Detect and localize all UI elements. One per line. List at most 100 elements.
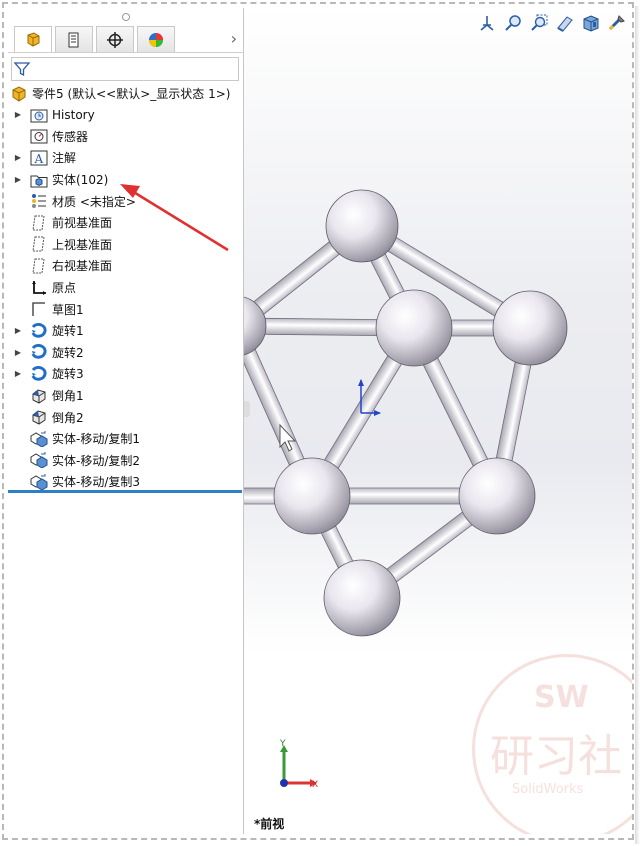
- tree-item[interactable]: 原点: [8, 277, 243, 299]
- solid-bodies-icon: [30, 172, 48, 188]
- tree-item-label: 倒角1: [52, 389, 84, 404]
- svg-text:A: A: [34, 152, 44, 166]
- tree-item[interactable]: ▶ History: [8, 104, 243, 126]
- revolve-icon: [30, 322, 48, 339]
- grip-icon: [121, 13, 130, 21]
- sketch-icon: [30, 301, 48, 317]
- tree-item[interactable]: ▶ 旋转1: [8, 320, 243, 342]
- annotation-icon: A: [30, 150, 48, 166]
- tree-item-label: 实体(102): [52, 173, 109, 188]
- part-icon: [12, 85, 26, 102]
- sphere-node: [273, 457, 351, 535]
- revolve-icon: [30, 344, 48, 360]
- tree-root-label: 零件5 (默认<<默认>_显示状态 1>): [32, 87, 231, 101]
- tree-item-label: 旋转1: [52, 324, 84, 339]
- expand-caret-icon[interactable]: ▶: [14, 153, 22, 163]
- expand-caret-icon[interactable]: ▶: [14, 110, 22, 120]
- tab-configuration-manager[interactable]: [96, 26, 134, 52]
- tab-scroll-right-icon[interactable]: ›: [230, 29, 237, 48]
- chamfer-icon: [30, 388, 48, 404]
- rods-group: [244, 221, 538, 603]
- frame-shadow: [635, 6, 640, 844]
- display-manager-icon: [149, 32, 163, 47]
- heads-up-toolbar: [476, 12, 628, 34]
- section-view-icon: [557, 16, 573, 32]
- zoom-area-button[interactable]: [502, 12, 524, 34]
- feature-manager-icon: [27, 31, 40, 47]
- sphere-node: [323, 559, 401, 637]
- revolve-icon: [30, 365, 48, 382]
- tree-item[interactable]: ▶ 旋转2: [8, 342, 243, 364]
- expand-caret-icon[interactable]: ▶: [14, 347, 22, 357]
- move-copy-icon: [30, 452, 48, 469]
- tree-item[interactable]: ▶ 旋转3: [8, 363, 243, 385]
- zoom-to-fit-icon: [480, 16, 494, 31]
- tree-item[interactable]: 上视基准面: [8, 234, 243, 256]
- sensor-icon: [30, 128, 48, 144]
- property-manager-icon: [68, 32, 79, 47]
- tab-feature-manager[interactable]: [14, 26, 52, 52]
- origin-marker: [358, 379, 381, 416]
- tree-item-label: 旋转2: [52, 345, 84, 360]
- tree-item-label: 传感器: [52, 129, 89, 144]
- expand-caret-icon[interactable]: ▶: [14, 369, 22, 379]
- section-view-button[interactable]: [554, 12, 576, 34]
- tree-item-label: History: [52, 107, 95, 122]
- tree-item[interactable]: 材质 <未指定>: [8, 190, 243, 212]
- display-style-button[interactable]: [606, 12, 628, 34]
- tree-item[interactable]: 前视基准面: [8, 212, 243, 234]
- tree-item[interactable]: ▶ 实体(102): [8, 169, 243, 191]
- tree-item[interactable]: ▶ A 注解: [8, 147, 243, 169]
- panel-grip[interactable]: [8, 8, 243, 26]
- feature-tree: 零件5 (默认<<默认>_显示状态 1>) ▶ History 传感器 ▶ A 注解 ▶ 实体…: [8, 83, 243, 493]
- tree-item[interactable]: 传感器: [8, 126, 243, 148]
- zoom-to-fit-button[interactable]: [476, 12, 498, 34]
- tree-item-label: 原点: [52, 281, 77, 296]
- history-folder-icon: [30, 107, 48, 123]
- tree-root-part[interactable]: 零件5 (默认<<默认>_显示状态 1>): [8, 83, 243, 104]
- chamfer-icon: [30, 409, 48, 425]
- rollback-bar[interactable]: [8, 490, 242, 493]
- view-orientation-button[interactable]: [580, 12, 602, 34]
- tree-item[interactable]: 实体-移动/复制1: [8, 428, 243, 450]
- axis-x-label: X: [312, 780, 318, 790]
- tree-item[interactable]: 实体-移动/复制3: [8, 471, 243, 493]
- tree-item[interactable]: 右视基准面: [8, 255, 243, 277]
- view-name-label: *前视: [254, 817, 285, 831]
- tree-item-label: 注解: [52, 151, 77, 166]
- tree-item-label: 材质 <未指定>: [52, 194, 136, 209]
- tree-item[interactable]: 草图1: [8, 298, 243, 320]
- tree-item[interactable]: 倒角1: [8, 385, 243, 407]
- origin-icon: [30, 280, 48, 296]
- crosshair-icon: [107, 31, 123, 48]
- panel-collapse-handle[interactable]: [244, 401, 250, 417]
- graphics-area[interactable]: Y X SW 研习社 SolidWorks *前视: [244, 8, 632, 834]
- coordinate-triad: Y X: [279, 739, 318, 790]
- plane-icon: [30, 215, 48, 231]
- sphere-node: [492, 290, 568, 366]
- balls-group: [244, 189, 568, 637]
- mouse-cursor-icon: [279, 423, 297, 452]
- model-canvas[interactable]: Y X: [244, 8, 632, 834]
- previous-view-icon: [531, 14, 548, 31]
- tree-item[interactable]: 实体-移动/复制2: [8, 450, 243, 472]
- tree-items: ▶ History 传感器 ▶ A 注解 ▶ 实体(102) 材质 <未指定> 前视基准面上视基准…: [8, 104, 243, 493]
- move-copy-icon: [30, 430, 48, 447]
- tab-display-manager[interactable]: [137, 26, 175, 52]
- sphere-node: [325, 189, 399, 263]
- tree-item[interactable]: 倒角2: [8, 406, 243, 428]
- plane-icon: [30, 258, 48, 274]
- filter-icon: [14, 62, 30, 77]
- tab-property-manager[interactable]: [55, 26, 93, 52]
- tree-filter[interactable]: [11, 57, 239, 81]
- tree-item-label: 实体-移动/复制3: [52, 475, 141, 490]
- expand-caret-icon[interactable]: ▶: [14, 326, 22, 336]
- tree-item-label: 实体-移动/复制2: [52, 453, 141, 468]
- panel-tabbar: ›: [8, 26, 243, 53]
- tree-item-label: 倒角2: [52, 410, 84, 425]
- expand-caret-icon[interactable]: ▶: [14, 175, 22, 185]
- tree-item-label: 旋转3: [52, 367, 84, 382]
- previous-view-button[interactable]: [528, 12, 550, 34]
- sphere-node: [244, 296, 267, 356]
- move-copy-icon: [30, 473, 48, 490]
